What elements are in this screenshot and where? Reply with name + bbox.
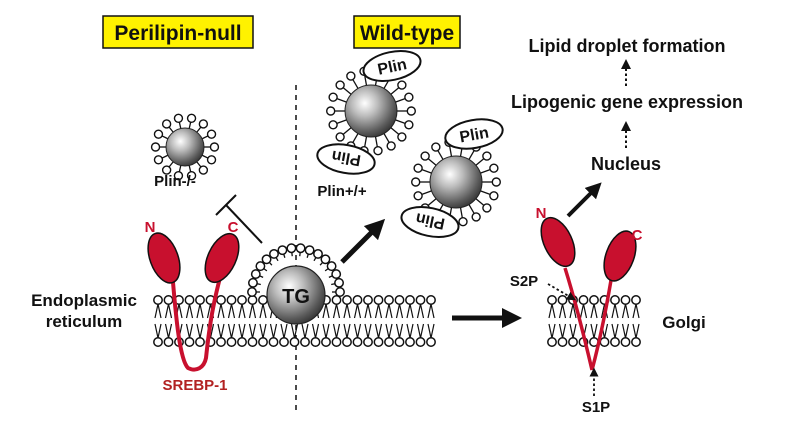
srebp-er: N C [145,219,240,372]
er-c-label: C [228,219,239,236]
svg-text:Plin: Plin [458,125,490,147]
wild-type-badge: Wild-type [353,15,461,49]
plin-protein-2: Plin [316,143,376,175]
golgi-c-label: C [632,227,643,244]
perilipin-null-badge: Perilipin-null [102,15,254,49]
srebp-golgi: N C [536,205,643,371]
inhibition-mark [215,194,263,244]
tg-budding-droplet: TG [247,243,345,325]
arrow-to-nucleus [566,182,602,218]
perilipin-null-label: Perilipin-null [114,22,241,45]
er-membrane [153,295,436,347]
srebp-n-domain [147,232,181,284]
golgi-c-domain [603,230,637,282]
plin-protein-4: Plin [400,206,460,238]
plin-null-label: Plin-/- [154,173,196,190]
golgi-n-label: N [536,205,547,222]
svg-text:Plin: Plin [330,147,362,169]
er-n-label: N [145,219,156,236]
golgi-n-domain [540,216,576,268]
arrow-to-wildtype [340,218,386,264]
golgi-membrane [547,295,641,347]
plin-protein-1: Plin [362,50,422,82]
srebp-c-domain [204,232,240,284]
plin-null-droplet [150,113,220,181]
lipid-droplet-label: Lipid droplet formation [529,36,726,56]
wt-droplet-top [326,66,416,156]
er-label-line1: Endoplasmic [31,291,137,310]
plin-wt-label: Plin+/+ [317,183,366,200]
plin-protein-3: Plin [444,118,504,150]
svg-text:Plin: Plin [376,56,408,79]
lipogenic-label: Lipogenic gene expression [511,92,743,112]
svg-text:Plin: Plin [414,209,446,232]
s2p-label: S2P [510,273,538,290]
tg-label: TG [282,286,310,308]
s1p-label: S1P [582,399,610,416]
golgi-label: Golgi [662,313,705,332]
er-label-line2: reticulum [46,312,123,331]
wt-droplet-bottom [411,137,501,227]
srebp-label: SREBP-1 [162,377,227,394]
wild-type-label: Wild-type [360,22,454,45]
nucleus-label: Nucleus [591,154,661,174]
